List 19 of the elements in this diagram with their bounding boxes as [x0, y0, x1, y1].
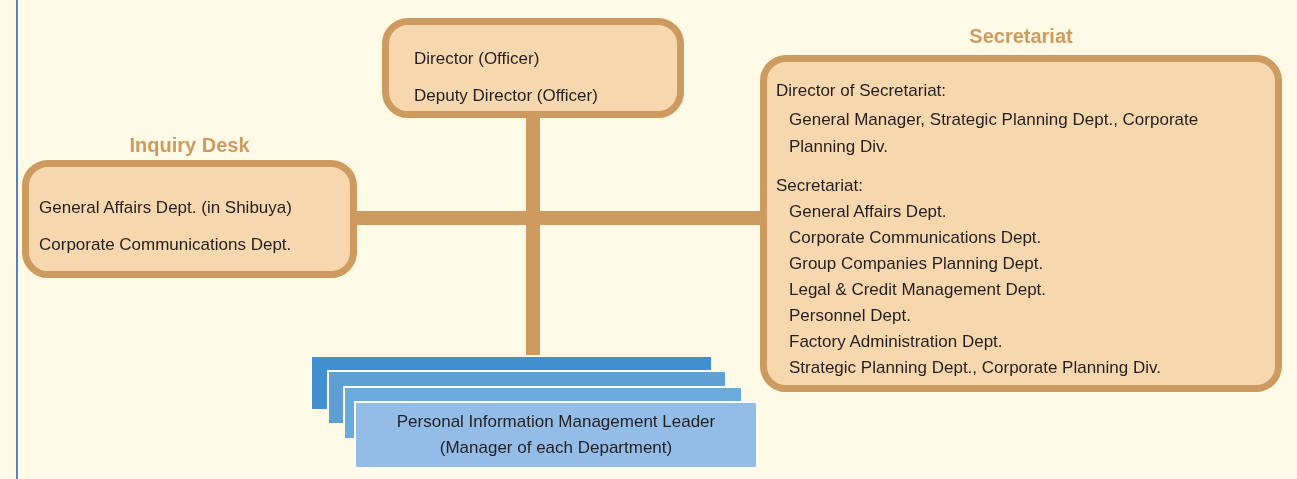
rounded-box [382, 18, 684, 118]
box-text: General Affairs Dept. [789, 201, 947, 223]
box-text: Legal & Credit Management Dept. [789, 279, 1047, 301]
box-text: General Affairs Dept. (in Shibuya) [39, 197, 292, 219]
box-text: Group Companies Planning Dept. [789, 253, 1044, 275]
box-text: Deputy Director (Officer) [414, 85, 598, 107]
group-heading: Inquiry Desk [128, 133, 251, 157]
box-text: Director of Secretariat: [776, 80, 947, 102]
stacked-cards [310, 355, 758, 469]
box-text: Corporate Communications Dept. [39, 234, 292, 256]
box-text: Factory Administration Dept. [789, 331, 1003, 353]
box-text: Secretariat: [776, 175, 863, 197]
box-text: Director (Officer) [414, 48, 540, 70]
box-text: Strategic Planning Dept., Corporate Planning Div. [789, 357, 1161, 379]
card-text: Personal Information Management Leader (Manager of each Department) [396, 411, 716, 459]
box-text: General Manager, Strategic Planning Dept., Corporate Planning Div. [789, 109, 1200, 158]
box-text: Corporate Communications Dept. [789, 227, 1042, 249]
box-text: Personnel Dept. [789, 305, 911, 327]
group-heading: Secretariat [968, 24, 1074, 48]
